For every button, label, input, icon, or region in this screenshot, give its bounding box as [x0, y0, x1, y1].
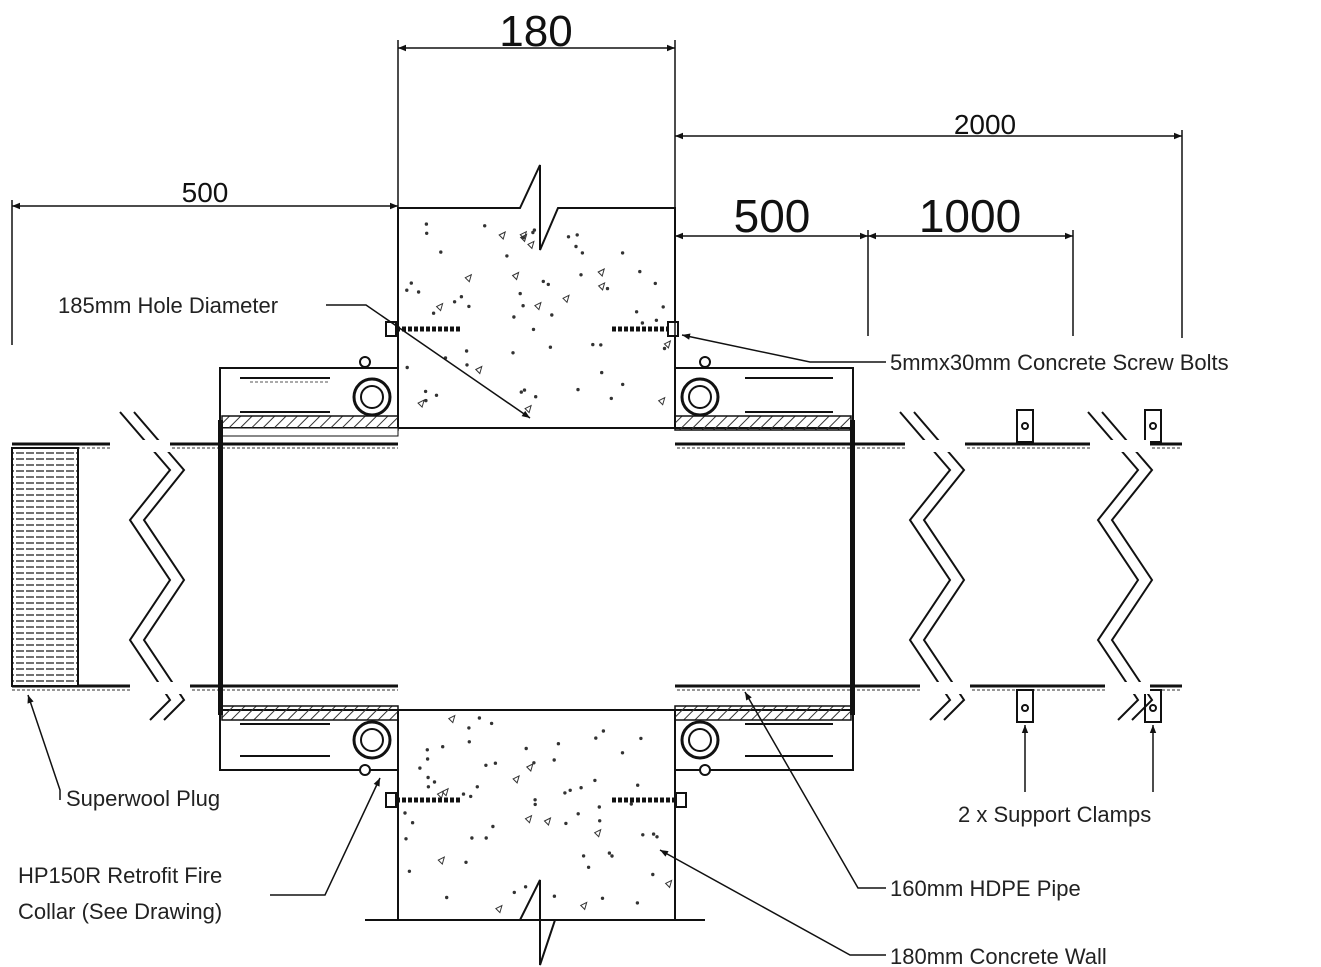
hdpe-pipe: [12, 427, 1182, 711]
label-superwool-plug: Superwool Plug: [66, 786, 220, 811]
label-collar-line1: HP150R Retrofit Fire: [18, 863, 222, 888]
label-support-clamps: 2 x Support Clamps: [958, 802, 1151, 827]
wall-bottom-block: [397, 709, 676, 966]
break-lines: [110, 411, 1154, 721]
dim-right-first: 500: [734, 190, 811, 242]
wall-top-block: [397, 164, 676, 429]
dim-wall-thickness: 180: [499, 7, 572, 56]
superwool-plug: [11, 447, 79, 687]
support-clamps: [1016, 409, 1162, 723]
dimension-lines: [11, 40, 1183, 345]
fire-collar-right: [674, 356, 855, 776]
concrete-aggregate: [403, 222, 673, 914]
fire-collar-left: [218, 356, 399, 776]
screw-bolts: [385, 321, 687, 808]
label-collar-line2: Collar (See Drawing): [18, 899, 222, 924]
dim-left-extent: 500: [182, 177, 229, 208]
concrete-wall: [365, 164, 705, 966]
label-hole-diameter: 185mm Hole Diameter: [58, 293, 278, 318]
label-screw-bolts: 5mmx30mm Concrete Screw Bolts: [890, 350, 1229, 375]
label-hdpe-pipe: 160mm HDPE Pipe: [890, 876, 1081, 901]
dim-right-second: 1000: [919, 190, 1021, 242]
leader-lines: [27, 304, 1157, 956]
dim-overall-right: 2000: [954, 109, 1016, 140]
label-concrete-wall: 180mm Concrete Wall: [890, 944, 1107, 967]
